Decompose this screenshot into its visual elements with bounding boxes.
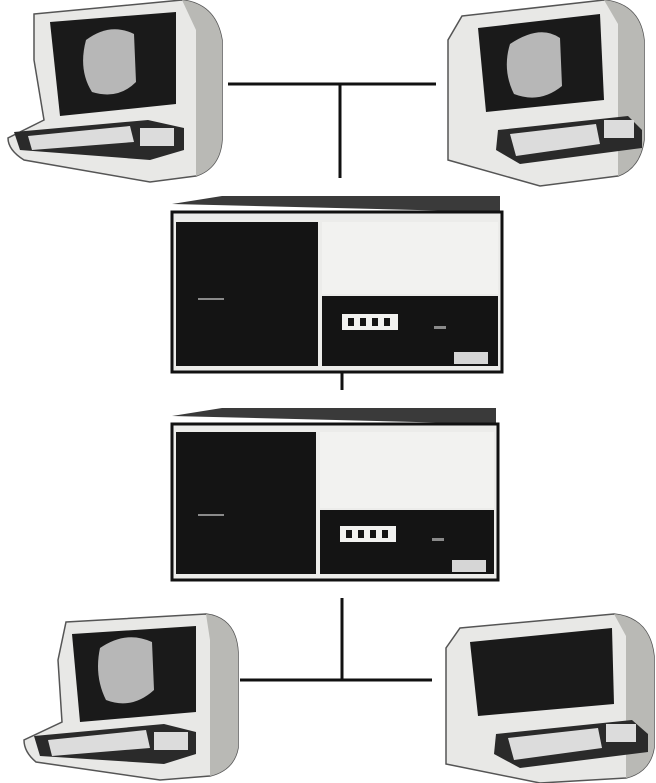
terminal-top-right xyxy=(448,0,644,186)
screen-glare xyxy=(98,637,154,703)
screen xyxy=(470,628,614,716)
dark-panel xyxy=(176,222,318,366)
badge xyxy=(452,560,486,572)
connection-lines xyxy=(228,84,436,680)
screen-glare xyxy=(507,32,562,97)
terminal-top-left xyxy=(8,0,222,182)
dark-panel xyxy=(176,432,316,574)
disk-cabinet-lower xyxy=(172,408,498,580)
badge xyxy=(454,352,488,364)
disk-cabinet-upper xyxy=(172,196,502,372)
terminal-bottom-left xyxy=(24,614,238,780)
terminal-bottom-right xyxy=(446,614,654,783)
screen-glare xyxy=(83,29,136,94)
